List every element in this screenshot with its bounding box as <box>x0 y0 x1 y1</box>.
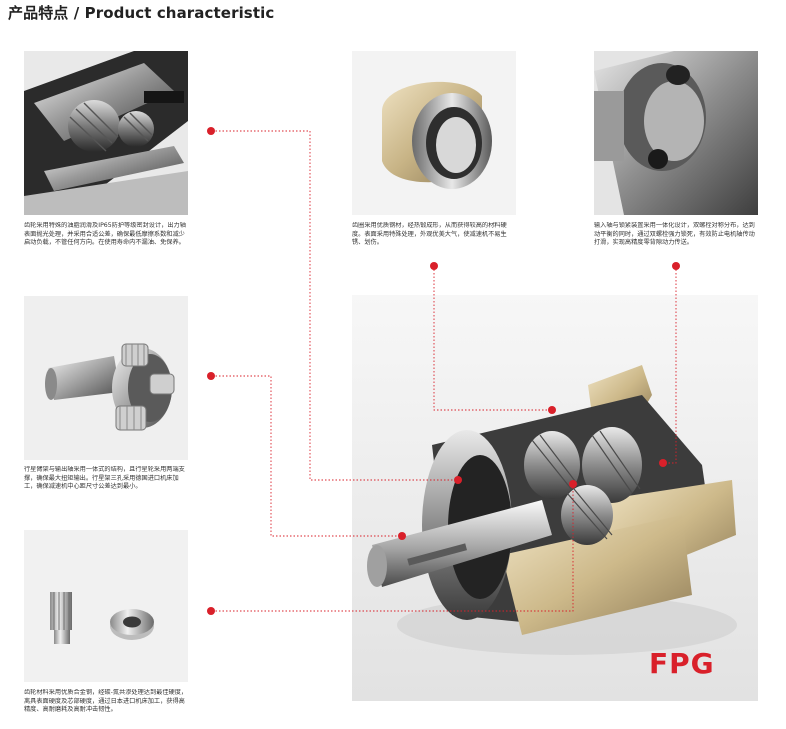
gears-illustration <box>24 530 188 682</box>
ring-gear-illustration <box>352 51 516 215</box>
planet-carrier-photo <box>24 296 188 460</box>
lubrication-description: 齿轮采用特殊的油脂润滑及IP65防护等级密封设计，出力轴表面抛光处理，并采用合适… <box>24 222 186 247</box>
gear-material-description: 齿轮材料采用优质合金钢，经碳-氮共渗处理达到最佳硬度，离具表面硬度及芯部硬度，通… <box>24 689 188 714</box>
callout-dot-lubrication <box>207 127 215 135</box>
input-clamp-photo <box>594 51 758 215</box>
callout-target-lubrication <box>454 476 462 484</box>
main-gearbox-photo <box>352 295 758 701</box>
callout-target-input-clamp <box>659 459 667 467</box>
gear-material-photo <box>24 530 188 682</box>
ring-gear-description: 齿圈采用优质钢材，经热锻成形，从而获得较高的材料硬度。表面采用特殊处理，外观优美… <box>352 222 507 247</box>
lubrication-photo <box>24 51 188 215</box>
planet-carrier-description: 行星臂架与输出轴采用一体式的结构，且行星轮采用两端支撑，确保最大扭矩输出。行星架… <box>24 466 185 491</box>
fpg-logo: FPG <box>649 647 715 680</box>
callout-dot-planet-carrier <box>207 372 215 380</box>
ring-gear-photo <box>352 51 516 215</box>
callout-target-ring-gear <box>548 406 556 414</box>
gearbox-cutaway-illustration <box>352 295 758 701</box>
callout-dot-ring-gear <box>430 262 438 270</box>
page-title: 产品特点 / Product characteristic <box>8 4 275 22</box>
callout-dot-input-clamp <box>672 262 680 270</box>
callout-target-planet-carrier <box>398 532 406 540</box>
input-clamp-illustration <box>594 51 758 215</box>
gear-cutaway-illustration <box>24 51 188 215</box>
input-clamp-description: 输入轴与锁紧装置采用一体化设计，双螺栓对称分布，达到动平衡的同时，通过双螺栓强力… <box>594 222 755 247</box>
callout-target-gear-material <box>569 480 577 488</box>
callout-dot-gear-material <box>207 607 215 615</box>
planet-carrier-illustration <box>24 296 188 460</box>
